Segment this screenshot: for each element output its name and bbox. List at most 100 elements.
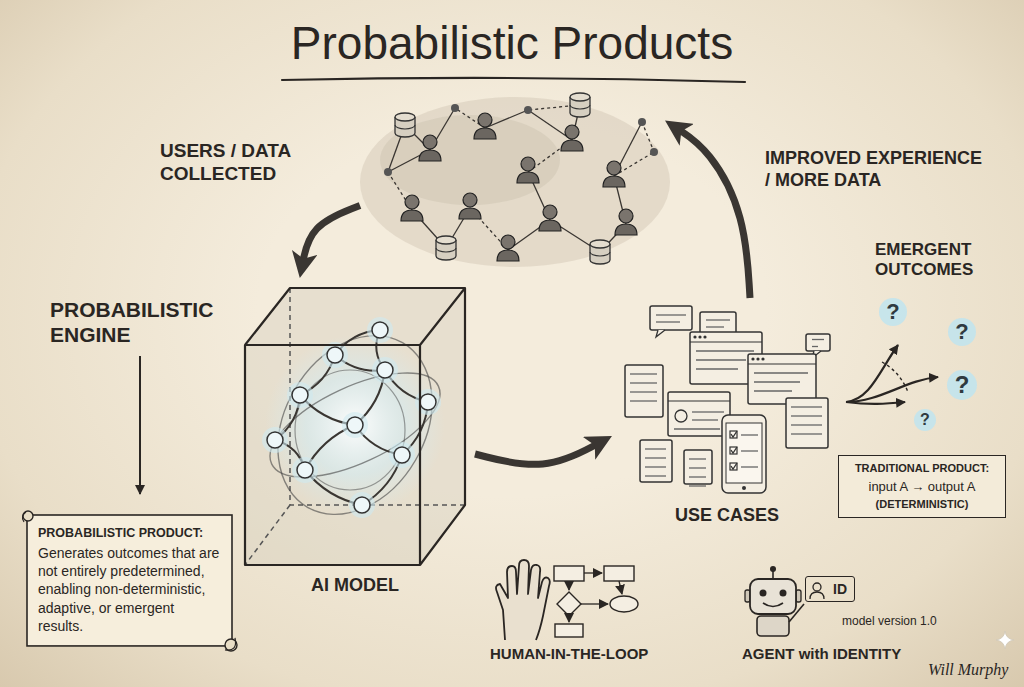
use-cases-drawing <box>625 306 830 493</box>
user-icon <box>497 235 519 261</box>
user-head <box>619 209 633 223</box>
content-line <box>706 326 724 327</box>
content-line <box>812 339 824 340</box>
checkbox <box>730 463 737 470</box>
scroll-sheet <box>27 515 232 646</box>
content-line <box>696 359 746 360</box>
user-shoulders <box>561 140 583 151</box>
sparkle-watermark <box>996 631 1014 649</box>
network-dot <box>384 168 392 176</box>
network-dot <box>638 118 646 126</box>
edge-label: IMPROVED EXPERIENCE / MORE DATA <box>765 148 990 191</box>
cube-fill <box>245 288 465 565</box>
neuron <box>347 417 363 433</box>
user-head <box>543 205 557 219</box>
document-icon-frame <box>625 365 663 417</box>
neuron-glow <box>287 382 313 408</box>
neuron <box>354 497 370 513</box>
content-line <box>812 346 818 347</box>
content-line <box>674 428 720 429</box>
content-line <box>741 450 758 451</box>
document-icon-frame <box>786 398 828 448</box>
neuron <box>420 394 436 410</box>
database-ring <box>436 248 456 252</box>
window-button <box>751 357 754 360</box>
browser-window <box>748 354 816 404</box>
network-smudge <box>360 97 670 267</box>
neuron-glow <box>342 412 368 438</box>
content-line <box>689 485 706 486</box>
phone-button <box>742 486 746 490</box>
scroll-curl <box>225 639 237 651</box>
definition-scroll: PROBABILISTIC PRODUCT:Generates outcomes… <box>22 510 237 653</box>
content-line <box>706 319 730 320</box>
emergent-branches <box>846 298 977 431</box>
neuron <box>297 462 313 478</box>
content-line <box>645 475 666 476</box>
user-head <box>521 157 535 171</box>
scroll-curl-line <box>225 638 236 650</box>
content-line <box>630 400 657 401</box>
bubble-tail <box>656 330 665 337</box>
scroll-curl <box>23 511 33 521</box>
engine-label: PROBABILISTIC ENGINE <box>50 297 240 347</box>
robot-arm <box>789 604 804 622</box>
profile-window-frame <box>668 392 730 436</box>
neuron <box>394 447 410 463</box>
document-icon <box>684 450 712 486</box>
database-icon <box>570 93 590 117</box>
window-button <box>693 335 696 338</box>
document-icon-frame <box>684 450 712 484</box>
network-smudge <box>380 115 560 205</box>
checkmark <box>731 447 737 453</box>
badge-photo-head <box>813 583 821 591</box>
flowchart-box <box>554 566 584 581</box>
window-bar <box>668 400 730 401</box>
use-cases-cluster: USE CASES <box>612 298 842 528</box>
content-line <box>754 372 808 373</box>
user-shoulders <box>517 172 539 183</box>
content-line <box>645 466 666 467</box>
flow-arrow <box>475 442 601 465</box>
neuron-glow <box>262 427 288 453</box>
user-head <box>501 235 515 249</box>
version-label: model version 1.0 <box>842 614 937 628</box>
content-line <box>630 391 657 392</box>
user-head <box>405 195 419 209</box>
traditional-product-box: TRADITIONAL PRODUCT:input A → output A(D… <box>838 455 1006 518</box>
user-head <box>463 193 477 207</box>
branch-arrow <box>846 345 898 402</box>
ai-model-cube: AI MODEL <box>235 278 475 598</box>
cube-swirl <box>256 352 455 499</box>
browser-window-frame <box>748 354 816 404</box>
window-button <box>756 357 759 360</box>
content-line <box>696 368 738 369</box>
cube-glow <box>265 335 445 515</box>
user-icon <box>474 113 496 139</box>
flowchart-box <box>555 624 583 637</box>
content-line <box>689 476 706 477</box>
user-head <box>423 135 437 149</box>
speech-bubble-frame <box>700 312 736 334</box>
neuron <box>292 387 308 403</box>
content-line <box>656 314 686 315</box>
neuron <box>377 362 393 378</box>
database-ring <box>590 252 610 256</box>
user-shoulders <box>539 220 561 231</box>
neuron <box>267 432 283 448</box>
badge-photo-body <box>810 592 824 599</box>
users-data-cloud: USERS / DATA COLLECTED <box>360 95 665 265</box>
flow-arrow <box>302 206 360 267</box>
flowchart-link <box>584 572 602 573</box>
cube-swirl <box>247 308 463 543</box>
user-shoulders <box>615 224 637 235</box>
robot-antenna <box>772 571 774 579</box>
robot-eye <box>780 590 787 597</box>
question-glow <box>947 370 977 400</box>
title-underline <box>282 78 745 82</box>
content-line <box>656 321 680 322</box>
database-icon <box>436 236 456 260</box>
content-line <box>741 434 758 435</box>
phone-screen <box>726 423 762 483</box>
box-note: (DETERMINISTIC) <box>847 498 997 510</box>
